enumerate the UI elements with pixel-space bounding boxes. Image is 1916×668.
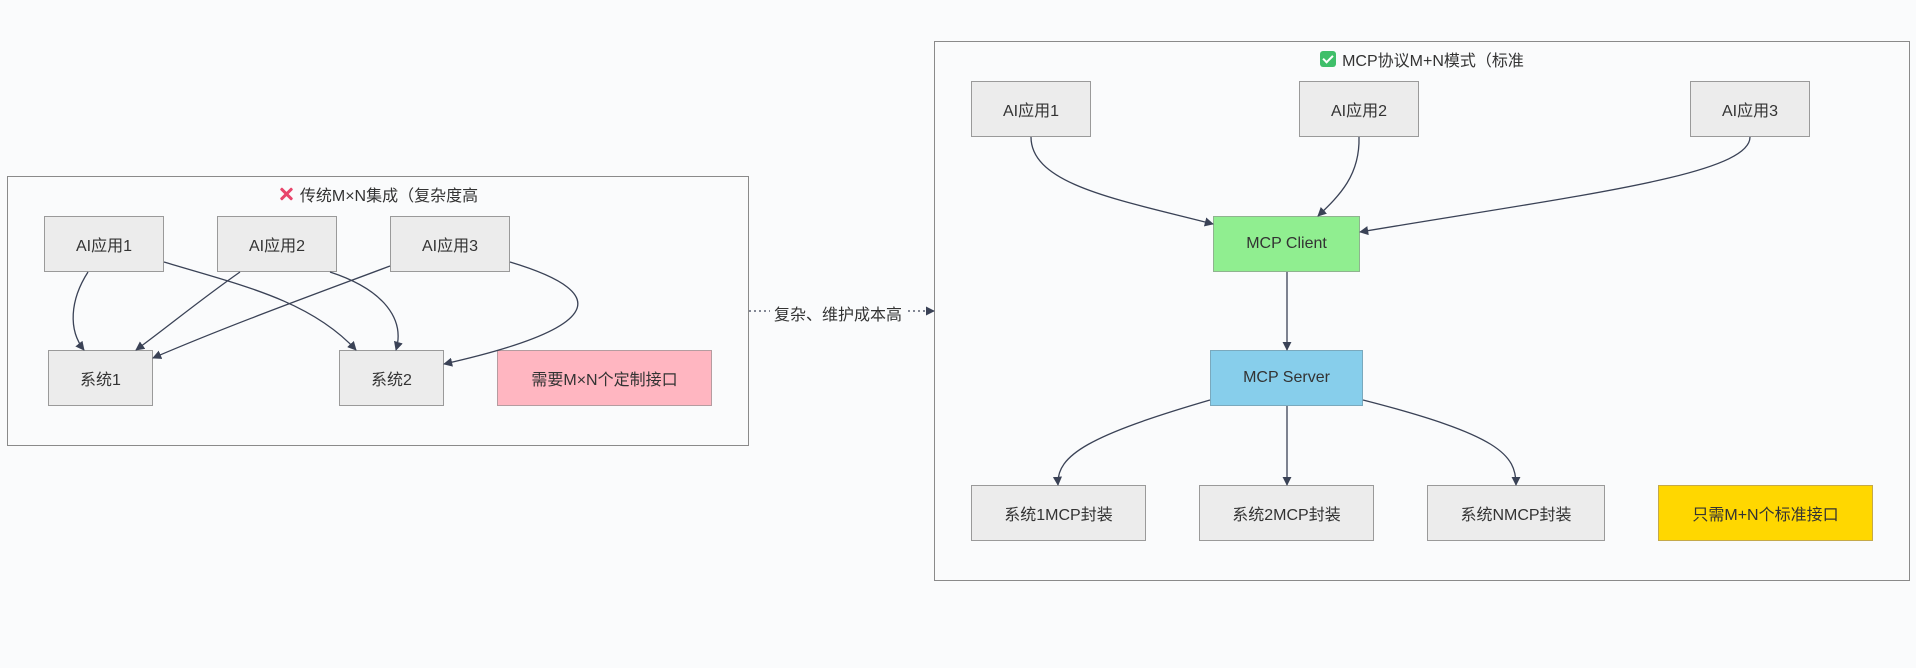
edge-right-app2-client	[1317, 136, 1360, 217]
mcp-group-title-text: MCP协议M+N模式（标准	[1342, 53, 1524, 70]
left-ai-app-3: AI应用3	[390, 216, 510, 272]
right-ai-app-1: AI应用1	[971, 81, 1091, 137]
check-mark-icon	[1320, 51, 1337, 67]
left-system-1: 系统1	[48, 350, 153, 406]
connector-label: 复杂、维护成本高	[772, 301, 905, 325]
edge-left-app3-sys1	[152, 265, 391, 359]
system-n-mcp-wrapper: 系统NMCP封装	[1427, 485, 1605, 541]
standard-interfaces-note: 只需M+N个标准接口	[1658, 485, 1873, 541]
edge-right-app1-client	[1030, 136, 1214, 227]
mcp-server-node: MCP Server	[1210, 350, 1363, 406]
traditional-group-title: 传统M×N集成（复杂度高	[8, 182, 748, 207]
edge-right-app3-client	[1359, 136, 1751, 236]
mcp-group-title: MCP协议M+N模式（标准	[935, 47, 1909, 72]
edge-left-app2-sys2	[329, 271, 403, 351]
system-1-mcp-wrapper: 系统1MCP封装	[971, 485, 1146, 541]
edge-server-sysN	[1362, 399, 1521, 486]
traditional-integration-group: 传统M×N集成（复杂度高	[7, 176, 749, 446]
mcp-client-node: MCP Client	[1213, 216, 1360, 272]
left-ai-app-1: AI应用1	[44, 216, 164, 272]
left-system-2: 系统2	[339, 350, 444, 406]
edge-server-sys1	[1052, 399, 1211, 486]
edge-left-app1-sys2	[163, 261, 357, 351]
edge-left-app1-sys1	[72, 271, 89, 351]
right-ai-app-2: AI应用2	[1299, 81, 1419, 137]
custom-interfaces-note: 需要M×N个定制接口	[497, 350, 712, 406]
edge-left-app2-sys1	[135, 271, 241, 351]
traditional-group-title-text: 传统M×N集成（复杂度高	[299, 188, 479, 205]
right-ai-app-3: AI应用3	[1690, 81, 1810, 137]
left-ai-app-2: AI应用2	[217, 216, 337, 272]
edge-left-app3-sys2	[443, 261, 579, 367]
